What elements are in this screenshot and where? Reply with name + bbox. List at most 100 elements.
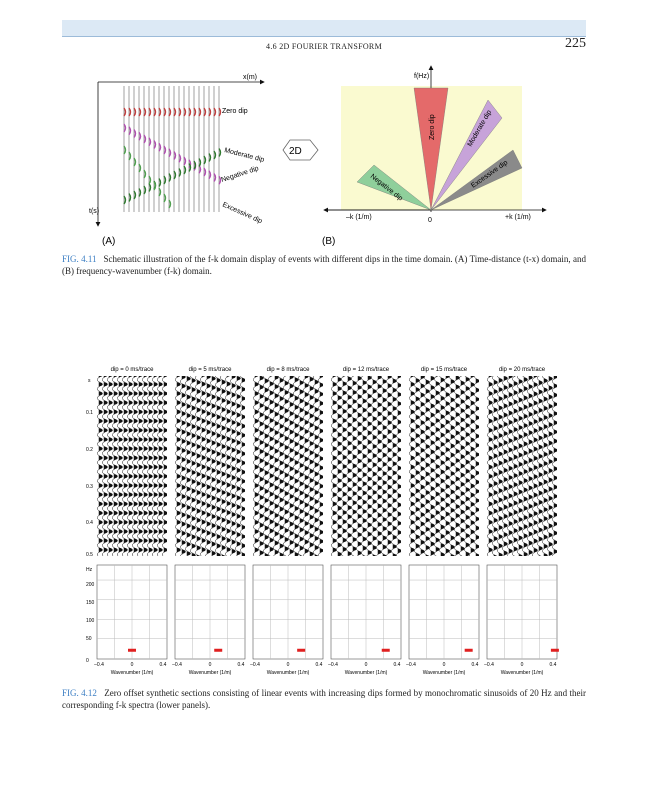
time-tick: 0.3 xyxy=(86,484,93,490)
wiggle-lobe xyxy=(241,552,245,556)
wiggle-trough xyxy=(409,441,412,447)
wiggle-trough xyxy=(497,465,500,471)
wiggle-lobe xyxy=(440,423,445,429)
wiggle-trough xyxy=(293,427,296,433)
wiggle-trough xyxy=(542,465,545,471)
wiggle-trough xyxy=(258,545,261,551)
wiggle-trough xyxy=(102,542,105,548)
wiggle-lobe xyxy=(118,483,123,488)
wiggle-lobe xyxy=(529,360,533,361)
wiggle-lobe xyxy=(445,392,450,397)
wiggle-lobe xyxy=(319,511,323,517)
wiggle-trough xyxy=(107,551,110,556)
wiggle-lobe xyxy=(133,437,138,442)
wiggle-lobe xyxy=(367,495,372,500)
wiggle-trough xyxy=(230,534,233,541)
wiggle-trough xyxy=(351,412,354,418)
wiggle-lobe xyxy=(430,422,435,427)
wiggle-lobe xyxy=(269,482,274,488)
wiggle-lobe xyxy=(206,383,211,389)
wiggle-trough xyxy=(162,496,165,502)
wiggle-lobe xyxy=(138,464,143,470)
wiggle-trough xyxy=(215,538,218,544)
wiggle-lobe xyxy=(528,476,533,481)
wiggle-trough xyxy=(308,482,311,488)
wiggle-trough xyxy=(190,382,193,388)
wiggle-lobe xyxy=(397,392,401,397)
wiggle-trough xyxy=(288,378,291,384)
wiggle-lobe xyxy=(440,524,445,530)
wiggle-trough xyxy=(142,423,145,429)
wiggle-trough xyxy=(464,390,467,396)
wiggle-lobe xyxy=(284,380,289,386)
wiggle-lobe xyxy=(337,478,342,483)
wiggle-trough xyxy=(293,547,296,553)
wiggle-lobe xyxy=(98,428,103,433)
wiggle-lobe xyxy=(319,483,323,489)
wiggle-lobe xyxy=(231,392,236,398)
wiggle-lobe xyxy=(415,479,420,484)
wiggle-lobe xyxy=(118,474,123,479)
wiggle-lobe xyxy=(254,437,259,442)
wiggle-lobe xyxy=(397,382,401,388)
wiggle-lobe xyxy=(430,412,435,418)
wiggle-lobe xyxy=(435,464,440,469)
wiggle-lobe xyxy=(309,376,314,382)
wiggle-trough xyxy=(258,435,261,441)
wiggle-lobe xyxy=(153,492,158,497)
wiggle-trough xyxy=(414,483,417,489)
wiggle-lobe xyxy=(337,450,342,456)
wiggle-lobe xyxy=(332,529,337,534)
wiggle-lobe xyxy=(176,464,181,470)
wiggle-lobe xyxy=(357,385,362,390)
wiggle-trough xyxy=(464,399,467,405)
wiggle-trough xyxy=(552,415,555,421)
wiggle-trough xyxy=(162,505,165,512)
wiggle-trough xyxy=(97,413,100,420)
wiggle-lobe xyxy=(549,367,553,372)
wiggle-trough xyxy=(122,524,125,530)
wiggle-lobe xyxy=(191,534,196,540)
wiggle-lobe xyxy=(553,438,557,444)
wiggle-trough xyxy=(366,462,369,468)
wiggle-trough xyxy=(200,496,203,502)
wiggle-lobe xyxy=(196,398,201,403)
wiggle-lobe xyxy=(337,441,342,447)
wiggle-trough xyxy=(542,401,545,407)
wiggle-lobe xyxy=(148,464,153,470)
wiggle-trough xyxy=(512,468,515,474)
wavelet-mark xyxy=(123,145,127,155)
wiggle-lobe xyxy=(455,439,460,445)
wiggle-lobe xyxy=(470,548,475,553)
wiggle-trough xyxy=(152,377,155,383)
wiggle-lobe xyxy=(128,464,133,470)
wiggle-trough xyxy=(318,552,321,556)
wiggle-trough xyxy=(542,558,544,563)
wiggle-lobe xyxy=(128,492,133,497)
wiggle-trough xyxy=(215,446,218,452)
wiggle-trough xyxy=(474,401,477,407)
wiggle-lobe xyxy=(440,414,445,419)
wiggle-lobe xyxy=(470,492,475,498)
wiggle-lobe xyxy=(191,442,196,448)
wiggle-trough xyxy=(444,479,447,485)
wiggle-trough xyxy=(263,401,266,407)
wiggle-lobe xyxy=(533,538,538,544)
wiggle-trough xyxy=(180,415,183,421)
wiggle-trough xyxy=(414,456,417,462)
wiggle-lobe xyxy=(231,484,236,490)
wiggle-lobe xyxy=(465,441,470,446)
wiggle-lobe xyxy=(197,362,201,367)
wiggle-trough xyxy=(278,446,281,452)
wiggle-trough xyxy=(235,453,238,460)
wiggle-trough xyxy=(351,495,354,501)
wiggle-trough xyxy=(137,450,140,456)
wiggle-lobe xyxy=(186,376,191,381)
wiggle-trough xyxy=(542,410,545,416)
wiggle-lobe xyxy=(221,435,226,440)
wiggle-lobe xyxy=(445,419,450,425)
wiggle-lobe xyxy=(343,556,347,561)
wiggle-lobe xyxy=(392,470,397,476)
wiggle-trough xyxy=(341,450,344,456)
wiggle-lobe xyxy=(421,558,425,563)
